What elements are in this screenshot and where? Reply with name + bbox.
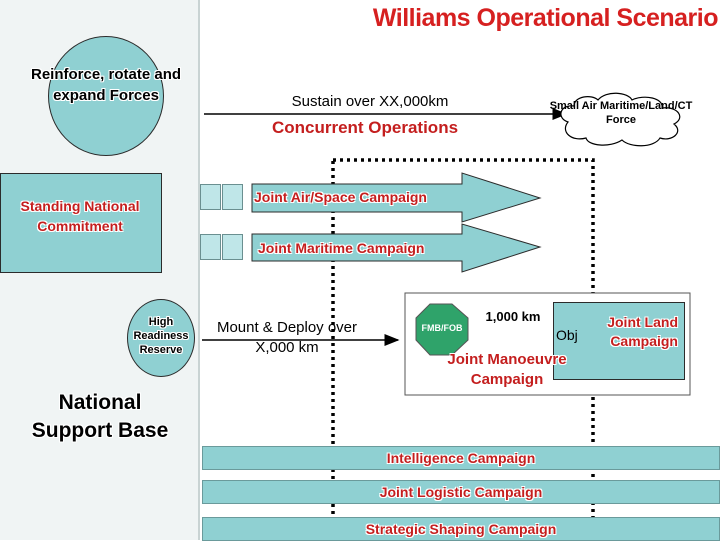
reinforce-label: Reinforce, rotate and expand Forces bbox=[30, 66, 182, 104]
air-marker-1 bbox=[200, 184, 221, 210]
standing-commitment-box bbox=[0, 173, 162, 273]
air-space-label: Joint Air/Space Campaign bbox=[254, 189, 427, 205]
land-campaign-label: Joint Land Campaign bbox=[607, 314, 678, 349]
fmb-octagon bbox=[415, 303, 469, 356]
maritime-label: Joint Maritime Campaign bbox=[258, 240, 425, 256]
shaping-band: Strategic Shaping Campaign bbox=[202, 517, 720, 541]
theatre-boundary bbox=[331, 158, 595, 540]
fmb-label: FMB/FOB bbox=[421, 323, 463, 333]
high-readiness-label: High Readiness Reserve bbox=[133, 316, 189, 356]
air-space-arrow bbox=[251, 172, 542, 223]
maritime-marker-2 bbox=[222, 234, 243, 260]
reinforce-ellipse bbox=[48, 36, 164, 156]
intelligence-band: Intelligence Campaign bbox=[202, 446, 720, 470]
maritime-marker-1 bbox=[200, 234, 221, 260]
maritime-arrow bbox=[251, 223, 542, 273]
support-base-label: National Support Base bbox=[31, 391, 169, 442]
page-title: Williams Operational Scenario bbox=[372, 4, 719, 32]
small-air-cloud bbox=[560, 92, 681, 147]
manoeuvre-label: Joint Manoeuvre Campaign bbox=[447, 351, 567, 388]
concurrent-label: Concurrent Operations bbox=[271, 118, 459, 137]
distance-label: 1,000 km bbox=[474, 309, 552, 324]
logistic-band: Joint Logistic Campaign bbox=[202, 480, 720, 504]
obj-label: Obj bbox=[556, 327, 578, 343]
standing-commitment-label: Standing National Commitment bbox=[20, 198, 140, 234]
small-force-label: Small Air Maritime/Land/CT Force bbox=[549, 100, 693, 126]
air-marker-2 bbox=[222, 184, 243, 210]
sustain-label: Sustain over XX,000km bbox=[291, 93, 449, 110]
mount-deploy-label: Mount & Deploy over X,000 km bbox=[216, 319, 358, 356]
high-readiness-ellipse bbox=[127, 299, 195, 377]
land-campaign-box bbox=[553, 302, 685, 380]
